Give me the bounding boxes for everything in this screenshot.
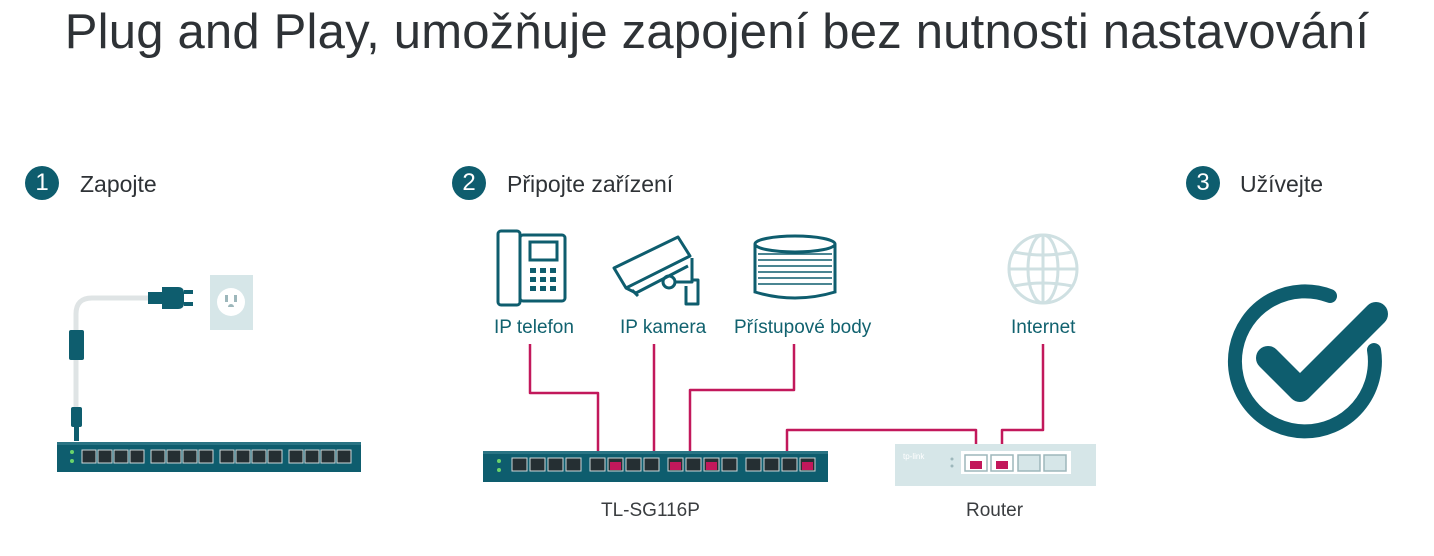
step-2-label: Připojte zařízení [507, 171, 674, 197]
switch-port [198, 449, 214, 464]
step-2-badge: 2 [452, 166, 486, 200]
switch-port [511, 457, 528, 472]
power-cable [69, 295, 150, 441]
switch-port [685, 457, 702, 472]
switch-port [129, 449, 145, 464]
switch-port [336, 449, 352, 464]
step-1-badge: 1 [25, 166, 59, 200]
switch-port [721, 457, 738, 472]
switch-port [235, 449, 251, 464]
switch-port [150, 449, 166, 464]
switch-port [81, 449, 97, 464]
ethernet-cables [528, 344, 1045, 461]
switch-port [288, 449, 304, 464]
switch-port [304, 449, 320, 464]
switch-tl-sg116p [483, 451, 828, 482]
switch-port [745, 457, 762, 472]
switch-port [643, 457, 660, 472]
power-plug-icon [148, 287, 193, 309]
connected-port-plug [610, 462, 621, 470]
switch-port [182, 449, 198, 464]
router-brand-logo: tp-link [903, 452, 925, 461]
switch-port [267, 449, 283, 464]
switch-port [529, 457, 546, 472]
ip-camera-label: IP kamera [620, 317, 707, 338]
switch-step1 [57, 442, 361, 472]
connected-port-plug [706, 462, 717, 470]
access-point-icon [753, 234, 837, 300]
switch-port [251, 449, 267, 464]
ip-camera-icon [612, 235, 700, 306]
switch-port [625, 457, 642, 472]
globe-icon [1007, 233, 1079, 305]
switch-port [589, 457, 606, 472]
switch-port [97, 449, 113, 464]
check-circle-icon [1227, 284, 1388, 439]
switch-port [547, 457, 564, 472]
router-device: tp-link [895, 444, 1096, 486]
switch-port [219, 449, 235, 464]
router-label: Router [966, 500, 1024, 521]
ip-phone-icon [496, 229, 567, 307]
page-title: Plug and Play, umožňuje zapojení bez nut… [64, 5, 1370, 59]
step-3-badge: 3 [1186, 166, 1220, 200]
switch-port [763, 457, 780, 472]
switch-port [113, 449, 129, 464]
switch-model-label: TL-SG116P [601, 500, 700, 521]
switch-port [781, 457, 798, 472]
switch-port [166, 449, 182, 464]
connected-port-plug [670, 462, 681, 470]
access-points-label: Přístupové body [734, 317, 872, 338]
router-ports [964, 454, 1067, 472]
internet-label: Internet [1011, 317, 1076, 338]
ip-phone-label: IP telefon [494, 317, 574, 338]
switch-port [320, 449, 336, 464]
step-1-label: Zapojte [80, 171, 157, 197]
connected-port-plug [802, 462, 813, 470]
switch-port [565, 457, 582, 472]
step-3-label: Užívejte [1240, 171, 1324, 197]
wall-outlet-icon [210, 275, 253, 330]
